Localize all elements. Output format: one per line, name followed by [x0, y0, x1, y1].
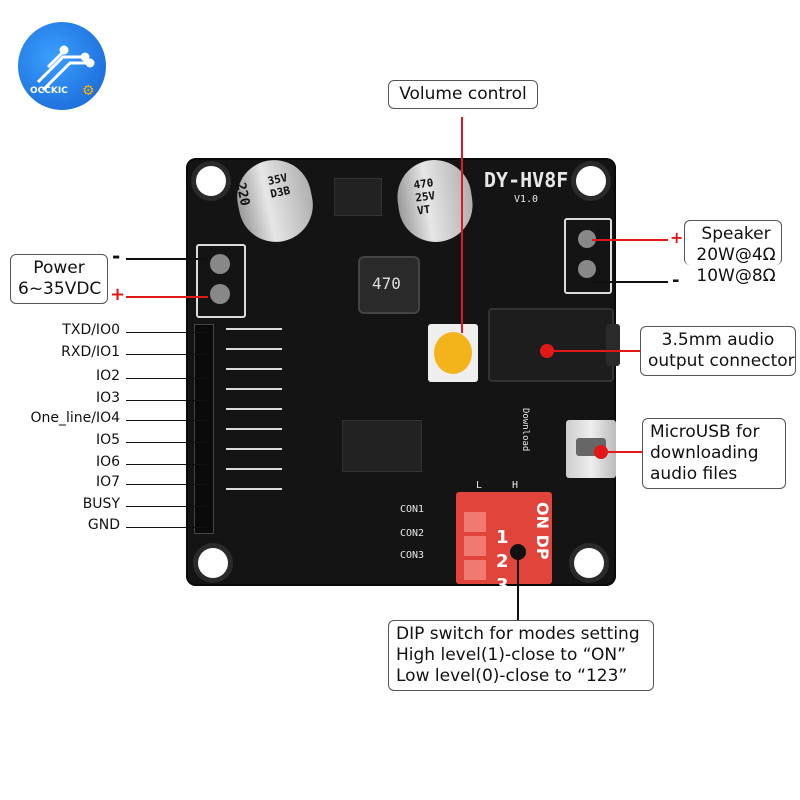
gear-icon: ⚙: [82, 82, 95, 98]
pin-label: IO3: [95, 390, 120, 406]
volume-leader: [461, 117, 463, 333]
brand-logo: OCCKIC ⚙: [18, 22, 106, 110]
pin-label: BUSY: [82, 496, 120, 512]
dip-on-dp-label: ON DP: [533, 502, 552, 560]
cap1-value: 220: [232, 181, 253, 208]
silk-download: Download: [520, 408, 530, 452]
board-model: DY-HV8F: [484, 168, 569, 192]
audio-leader-dot: [540, 344, 554, 358]
micro-usb-port: [566, 420, 616, 478]
silk-con1: CON1: [400, 504, 425, 515]
pin-label: RXD/IO1: [61, 344, 120, 360]
pin-leader-line: [126, 420, 206, 421]
speaker-terminal: [564, 218, 612, 294]
usb-leader-dot: [594, 445, 608, 459]
speaker-minus-leader: [592, 281, 668, 283]
pin-label: TXD/IO0: [62, 322, 120, 338]
dip-num-1: 1: [496, 527, 509, 548]
logo-text: OCCKIC: [30, 86, 68, 96]
pin-leader-line: [126, 332, 206, 333]
pin-leader-line: [126, 464, 206, 465]
power-plus: +: [110, 284, 126, 305]
pin-header: [194, 324, 214, 534]
pin-leader-line: [126, 442, 206, 443]
mount-hole-tl: [196, 166, 226, 196]
silk-con3: CON3: [400, 550, 425, 561]
speaker-plus: +: [670, 228, 684, 247]
pin-label: GND: [87, 517, 120, 533]
capacitor-470uf: 470 25V VT: [392, 155, 478, 247]
dip-num-3: 3: [496, 575, 509, 596]
cap1-code: D3B: [269, 183, 292, 201]
pin-leader-line: [126, 378, 206, 379]
pin-leader-line: [126, 354, 206, 355]
main-chip: [342, 420, 422, 472]
mount-hole-br: [574, 548, 604, 578]
silk-l: L: [476, 480, 483, 491]
usb-leader: [604, 451, 642, 453]
resistor-array: [226, 328, 282, 498]
power-callout: Power 6~35VDC: [10, 254, 108, 304]
pin-label: IO2: [95, 368, 120, 384]
audio-leader: [548, 350, 640, 352]
pin-label: IO6: [95, 454, 120, 470]
pin-label: One_line/IO4: [30, 410, 120, 426]
volume-control-callout: Volume control: [388, 80, 538, 109]
pin-leader-line: [126, 484, 206, 485]
power-terminal: [196, 244, 246, 318]
silk-h: H: [512, 480, 519, 491]
speaker-box: [684, 220, 782, 265]
board-version: V1.0: [514, 194, 539, 205]
circuit-icon: [36, 45, 95, 92]
pin-label: IO5: [95, 432, 120, 448]
pin-leader-line: [126, 506, 206, 507]
pin-leader-line: [126, 527, 206, 528]
speaker-plus-leader: [592, 239, 668, 241]
power-plus-leader: [126, 296, 208, 298]
dip-num-2: 2: [496, 551, 509, 572]
silk-con2: CON2: [400, 528, 425, 539]
capacitor-220uf: 220 35V D3B: [230, 153, 320, 249]
inductor: 470: [358, 256, 420, 314]
dip-leader: [517, 552, 519, 620]
microusb-callout: MicroUSB for downloading audio files: [642, 418, 786, 489]
dip-leader-dot: [510, 544, 526, 560]
dip-switch: ON DP 1 2 3: [456, 492, 552, 596]
cap2-code: VT: [416, 202, 432, 218]
speaker-callout: Speaker 20W@4Ω 10W@8Ω: [686, 224, 786, 287]
power-minus-leader: [126, 258, 208, 260]
power-minus: -: [112, 244, 121, 268]
speaker-minus: -: [672, 270, 680, 291]
audio-output-callout: 3.5mm audio output connector: [640, 326, 796, 376]
regulator-ic: [334, 178, 382, 216]
mount-hole-bl: [198, 548, 228, 578]
volume-potentiometer: [428, 324, 478, 382]
pin-label: IO7: [95, 474, 120, 490]
pcb-board: 220 35V D3B 470 25V VT DY-HV8F V1.0 470: [186, 153, 620, 596]
mount-hole-tr: [576, 166, 606, 196]
pin-leader-line: [126, 400, 206, 401]
dip-callout: DIP switch for modes setting High level(…: [388, 620, 654, 691]
